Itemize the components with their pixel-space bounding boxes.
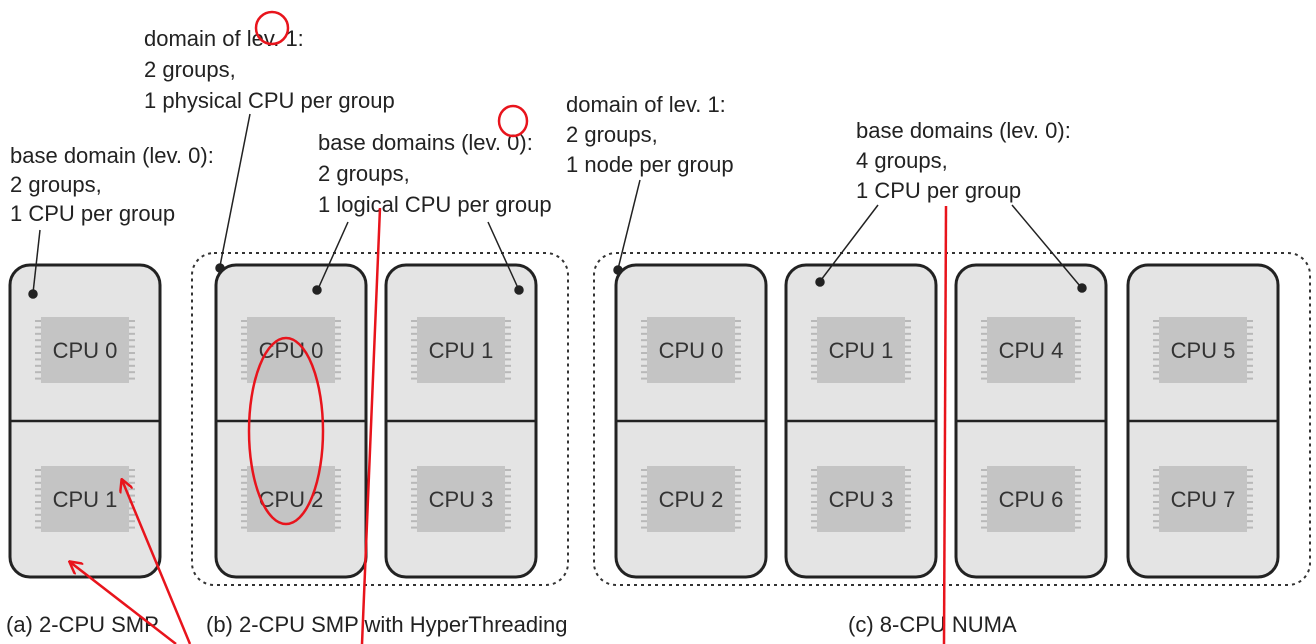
red-arrow bbox=[122, 480, 192, 644]
annotation-line: 2 groups, bbox=[566, 122, 658, 147]
cpu-modules: CPU 0 CPU 1 CPU 0 CPU 2 CPU 1 CPU 3 CPU 0 CPU 2… bbox=[8, 263, 1280, 579]
cpu-label: CPU 1 bbox=[53, 487, 118, 512]
leader-line bbox=[820, 204, 879, 281]
red-line bbox=[360, 207, 382, 644]
cpu-module: CPU 0 CPU 2 bbox=[214, 263, 368, 579]
cpu-label: CPU 1 bbox=[829, 338, 894, 363]
annotation-c-domain: domain of lev. 1: 2 groups, 1 node per g… bbox=[566, 92, 734, 177]
annotation-line: 2 groups, bbox=[144, 57, 236, 82]
cpu-chip: CPU 2 bbox=[641, 466, 741, 532]
annotation-line: 1 logical CPU per group bbox=[318, 192, 552, 217]
cpu-chip: CPU 3 bbox=[411, 466, 511, 532]
cpu-label: CPU 0 bbox=[53, 338, 118, 363]
annotation-line: 4 groups, bbox=[856, 148, 948, 173]
red-markup bbox=[70, 10, 948, 644]
leader-dot bbox=[215, 263, 225, 273]
annotation-line: 2 groups, bbox=[318, 161, 410, 186]
cpu-chip: CPU 0 bbox=[35, 317, 135, 383]
annotation-line: 2 groups, bbox=[10, 172, 102, 197]
cpu-label: CPU 2 bbox=[659, 487, 724, 512]
annotation-b-domain: domain of lev. 1: 2 groups, 1 physical C… bbox=[144, 26, 395, 113]
leader-dot bbox=[613, 265, 623, 275]
leader-line bbox=[1011, 204, 1081, 287]
leader-dot bbox=[1077, 283, 1087, 293]
caption-b: (b) 2-CPU SMP with HyperThreading bbox=[206, 612, 568, 637]
cpu-module: CPU 4 CPU 6 bbox=[954, 263, 1108, 579]
cpu-module: CPU 0 CPU 2 bbox=[614, 263, 768, 579]
annotation-line: base domain (lev. 0): bbox=[10, 143, 214, 168]
cpu-label: CPU 4 bbox=[999, 338, 1064, 363]
cpu-chip: CPU 7 bbox=[1153, 466, 1253, 532]
annotation-line: 1 CPU per group bbox=[10, 201, 175, 226]
leader-dot bbox=[312, 285, 322, 295]
leader-dot bbox=[514, 285, 524, 295]
cpu-module: CPU 1 CPU 3 bbox=[784, 263, 938, 579]
leader-line bbox=[617, 179, 641, 270]
cpu-chip: CPU 5 bbox=[1153, 317, 1253, 383]
cpu-chip: CPU 4 bbox=[981, 317, 1081, 383]
cpu-label: CPU 5 bbox=[1171, 338, 1236, 363]
domain-lev1-box-b bbox=[191, 252, 569, 586]
cpu-chip: CPU 3 bbox=[811, 466, 911, 532]
cpu-label: CPU 0 bbox=[259, 338, 324, 363]
annotation-b-base: base domains (lev. 0): 2 groups, 1 logic… bbox=[318, 130, 552, 217]
leader-dot bbox=[815, 277, 825, 287]
cpu-chip: CPU 1 bbox=[411, 317, 511, 383]
leader-lines bbox=[28, 113, 1087, 299]
cpu-chip: CPU 6 bbox=[981, 466, 1081, 532]
cpu-chip: CPU 1 bbox=[811, 317, 911, 383]
cpu-chip: CPU 1 bbox=[35, 466, 135, 532]
caption-c: (c) 8-CPU NUMA bbox=[848, 612, 1017, 637]
cpu-chip: CPU 0 bbox=[641, 317, 741, 383]
leader-line bbox=[317, 221, 349, 290]
leader-line bbox=[32, 229, 41, 294]
cpu-label: CPU 0 bbox=[659, 338, 724, 363]
cpu-label: CPU 3 bbox=[429, 487, 494, 512]
leader-dot bbox=[28, 289, 38, 299]
annotation-line: 1 node per group bbox=[566, 152, 734, 177]
annotation-line: domain of lev. 1: bbox=[566, 92, 726, 117]
annotation-line: base domains (lev. 0): bbox=[856, 118, 1071, 143]
annotation-a-base: base domain (lev. 0): 2 groups, 1 CPU pe… bbox=[10, 143, 214, 226]
caption-a: (a) 2-CPU SMP bbox=[6, 612, 159, 637]
annotation-line: 1 physical CPU per group bbox=[144, 88, 395, 113]
red-circle-lev0 bbox=[497, 104, 529, 138]
red-line bbox=[942, 205, 948, 644]
cpu-label: CPU 1 bbox=[429, 338, 494, 363]
cpu-label: CPU 2 bbox=[259, 487, 324, 512]
cpu-module: CPU 0 CPU 1 bbox=[8, 263, 162, 579]
cpu-module: CPU 1 CPU 3 bbox=[384, 263, 538, 579]
annotation-line: domain of lev. 1: bbox=[144, 26, 304, 51]
red-arrow bbox=[70, 562, 177, 644]
domain-lev1-box-c bbox=[593, 252, 1311, 586]
annotation-line: 1 CPU per group bbox=[856, 178, 1021, 203]
annotation-line: base domains (lev. 0): bbox=[318, 130, 533, 155]
leader-line bbox=[219, 113, 251, 267]
cpu-label: CPU 3 bbox=[829, 487, 894, 512]
annotation-c-base: base domains (lev. 0): 4 groups, 1 CPU p… bbox=[856, 118, 1071, 203]
red-circle-lev1 bbox=[254, 10, 290, 46]
red-ellipse-cpu0-cpu2 bbox=[247, 336, 325, 526]
cpu-module: CPU 5 CPU 7 bbox=[1126, 263, 1280, 579]
cpu-chip: CPU 0 bbox=[241, 317, 341, 383]
leader-line bbox=[487, 221, 519, 289]
cpu-label: CPU 7 bbox=[1171, 487, 1236, 512]
cpu-label: CPU 6 bbox=[999, 487, 1064, 512]
